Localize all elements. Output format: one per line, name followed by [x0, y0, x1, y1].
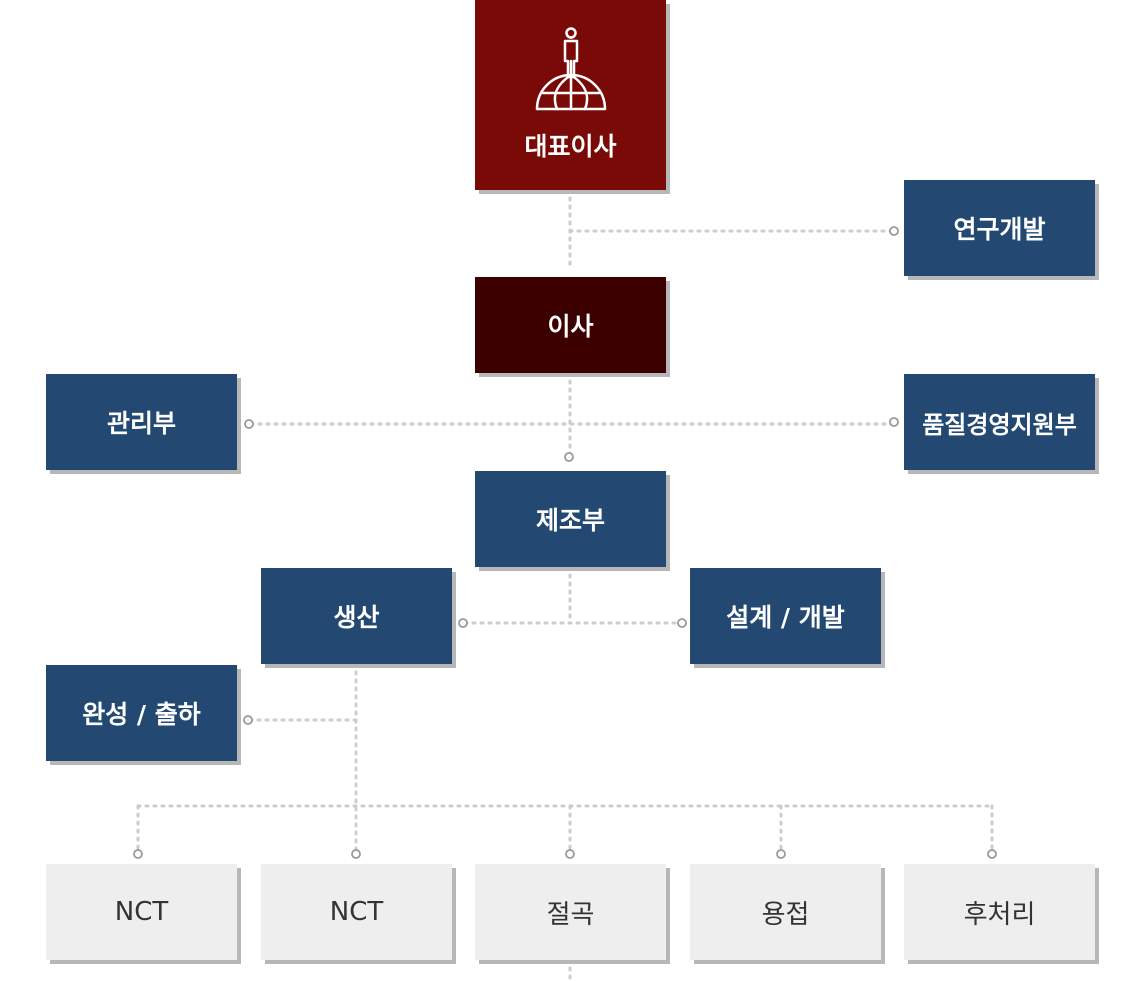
node-label: 제조부: [535, 506, 605, 535]
connector-endpoint: [458, 618, 468, 628]
node-label: 이사: [547, 312, 594, 341]
node-label: 연구개발: [953, 215, 1046, 244]
connector-endpoint: [776, 849, 786, 859]
node-ceo: 대표이사: [475, 0, 666, 190]
node-nct-1: NCT: [46, 864, 237, 960]
node-design: 설계 / 개발: [690, 568, 881, 664]
connector-endpoint: [133, 849, 143, 859]
node-label: NCT: [329, 897, 384, 927]
node-finishing: 완성 / 출하: [46, 665, 237, 761]
node-manufacturing: 제조부: [475, 471, 666, 567]
connector-endpoint: [889, 417, 899, 427]
node-label: 절곡: [546, 899, 595, 930]
node-director: 이사: [475, 277, 666, 373]
connector-endpoint: [243, 715, 253, 725]
node-production: 생산: [261, 568, 452, 664]
node-label: 완성 / 출하: [82, 700, 201, 729]
node-label: 설계 / 개발: [726, 603, 845, 632]
node-label: 대표이사: [524, 132, 617, 161]
node-label: 품질경영지원부: [922, 410, 1077, 439]
node-nct-2: NCT: [261, 864, 452, 960]
node-label: 용접: [761, 899, 810, 930]
node-quality: 품질경영지원부: [904, 374, 1095, 470]
node-label: NCT: [114, 897, 169, 927]
connector-endpoint: [987, 849, 997, 859]
node-cutting: 절곡: [475, 864, 666, 960]
node-label: 생산: [333, 603, 380, 632]
connector-endpoint: [564, 452, 574, 462]
node-label: 후처리: [963, 899, 1036, 930]
connector-endpoint: [244, 419, 254, 429]
connector-endpoint: [351, 849, 361, 859]
connector-endpoint: [677, 618, 687, 628]
node-rnd: 연구개발: [904, 180, 1095, 276]
connector-endpoint: [565, 849, 575, 859]
node-welding: 용접: [690, 864, 881, 960]
connector-endpoint: [889, 226, 899, 236]
person-on-globe-icon: [535, 27, 606, 111]
node-admin: 관리부: [46, 374, 237, 470]
node-post-processing: 후처리: [904, 864, 1095, 960]
node-label: 관리부: [106, 409, 176, 438]
